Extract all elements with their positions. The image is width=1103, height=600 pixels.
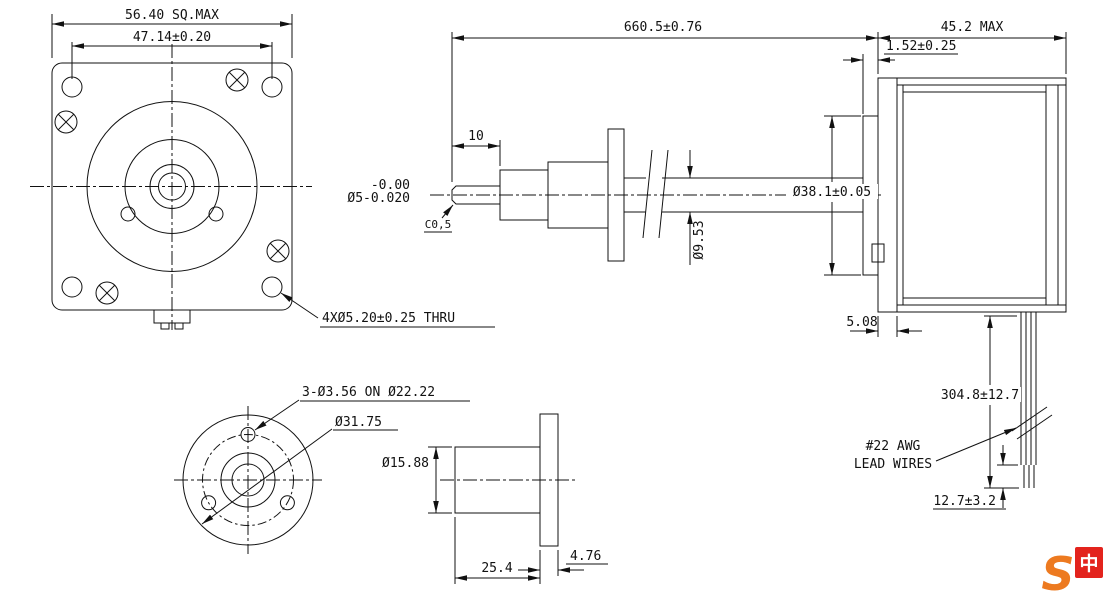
dim-nut-body-length: 25.4 <box>481 561 512 576</box>
nut-side-view: Ø15.88 25.4 4.76 <box>382 413 608 584</box>
phillips-screw-icon <box>95 281 119 305</box>
dim-boss-height: 1.52±0.25 <box>886 39 956 54</box>
dim-overall-length: 660.5±0.76 <box>624 20 702 35</box>
break-mark <box>642 149 653 239</box>
dim-lead-length: 304.8±12.7 <box>941 388 1019 403</box>
dim-square-max: 56.40 SQ.MAX <box>125 8 219 23</box>
nut-flange <box>607 128 625 262</box>
nut-mount-hole <box>201 495 217 511</box>
logo-badge <box>1075 547 1103 578</box>
dim-screw-dia: Ø9.53 <box>692 220 707 259</box>
logo-badge-char: 中 <box>1079 552 1098 575</box>
phillips-screw-icon <box>266 239 290 263</box>
dim-flange-thickness: 5.08 <box>846 315 877 330</box>
dim-hole-spacing: 47.14±0.20 <box>133 30 211 45</box>
dim-tip-dia-tolerance: -0.00 <box>371 178 410 193</box>
logo-s-icon: S <box>1041 547 1074 600</box>
break-mark <box>1011 406 1048 432</box>
dim-nut-body-dia: Ø15.88 <box>382 456 429 471</box>
mounting-hole <box>61 276 83 298</box>
motor-side-view: 45.2 MAX 1.52±0.25 Ø38.1±0.05 5.08 <box>786 20 1067 510</box>
lead-screw-assembly-view: 660.5±0.76 10 -0.00 Ø5-0.020 C0,5 Ø9.53 <box>347 20 884 265</box>
break-mark <box>658 149 669 239</box>
label-lead-wires: LEAD WIRES <box>854 457 932 472</box>
phillips-screw-icon <box>54 110 78 134</box>
dim-chamfer: C0,5 <box>425 218 452 231</box>
dim-nut-flange-dia: Ø31.75 <box>335 415 382 430</box>
nut-front-view: Ø31.75 3-Ø3.56 ON Ø22.22 <box>174 385 470 554</box>
dim-nut-mount-holes: 3-Ø3.56 ON Ø22.22 <box>302 385 435 400</box>
nut-mount-hole <box>279 495 295 511</box>
connector-block <box>153 309 191 324</box>
break-mark <box>1016 414 1053 440</box>
mounting-hole <box>261 276 283 298</box>
dim-tip-dia: Ø5-0.020 <box>347 191 410 206</box>
dim-strip-length: 12.7±3.2 <box>933 494 996 509</box>
flange-tab <box>871 243 885 263</box>
dim-tip-length: 10 <box>468 129 484 144</box>
watermark-logo: S 中 <box>1041 547 1103 600</box>
dim-thru-holes: 4XØ5.20±0.25 THRU <box>322 311 455 326</box>
dim-nut-flange-thickness: 4.76 <box>570 549 601 564</box>
phillips-screw-icon <box>225 68 249 92</box>
motor-body <box>896 77 1067 313</box>
dim-pilot-dia: Ø38.1±0.05 <box>793 185 871 200</box>
dim-length-max: 45.2 MAX <box>941 20 1004 35</box>
label-wire-gauge: #22 AWG <box>866 439 921 454</box>
motor-front-view: 56.40 SQ.MAX 47.14±0.20 4XØ5.20±0.25 THR… <box>30 8 495 330</box>
mounting-hole <box>61 76 83 98</box>
mounting-hole <box>261 76 283 98</box>
